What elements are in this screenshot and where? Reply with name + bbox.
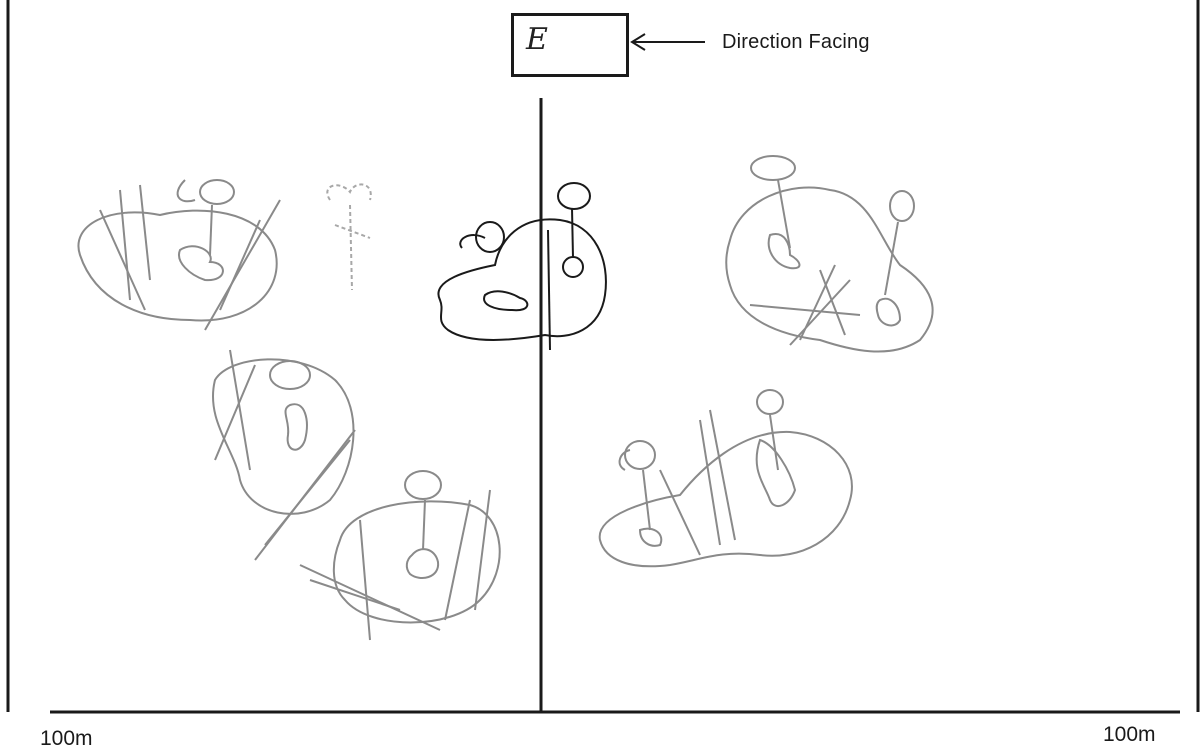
direction-arrow — [632, 34, 705, 50]
plant-cluster-1 — [78, 180, 280, 330]
plant-cluster-6 — [600, 390, 852, 566]
direction-label: Direction Facing — [722, 31, 870, 54]
plant-sprout — [327, 184, 371, 290]
plant-cluster-2 — [213, 350, 355, 560]
plant-cluster-3 — [300, 471, 500, 640]
plant-cluster-5 — [726, 156, 932, 352]
scale-left-label: 100m — [40, 727, 93, 751]
direction-box: E — [511, 13, 629, 77]
direction-letter: E — [526, 22, 548, 57]
scale-right-label: 100m — [1103, 723, 1156, 747]
plant-cluster-4 — [438, 183, 606, 350]
